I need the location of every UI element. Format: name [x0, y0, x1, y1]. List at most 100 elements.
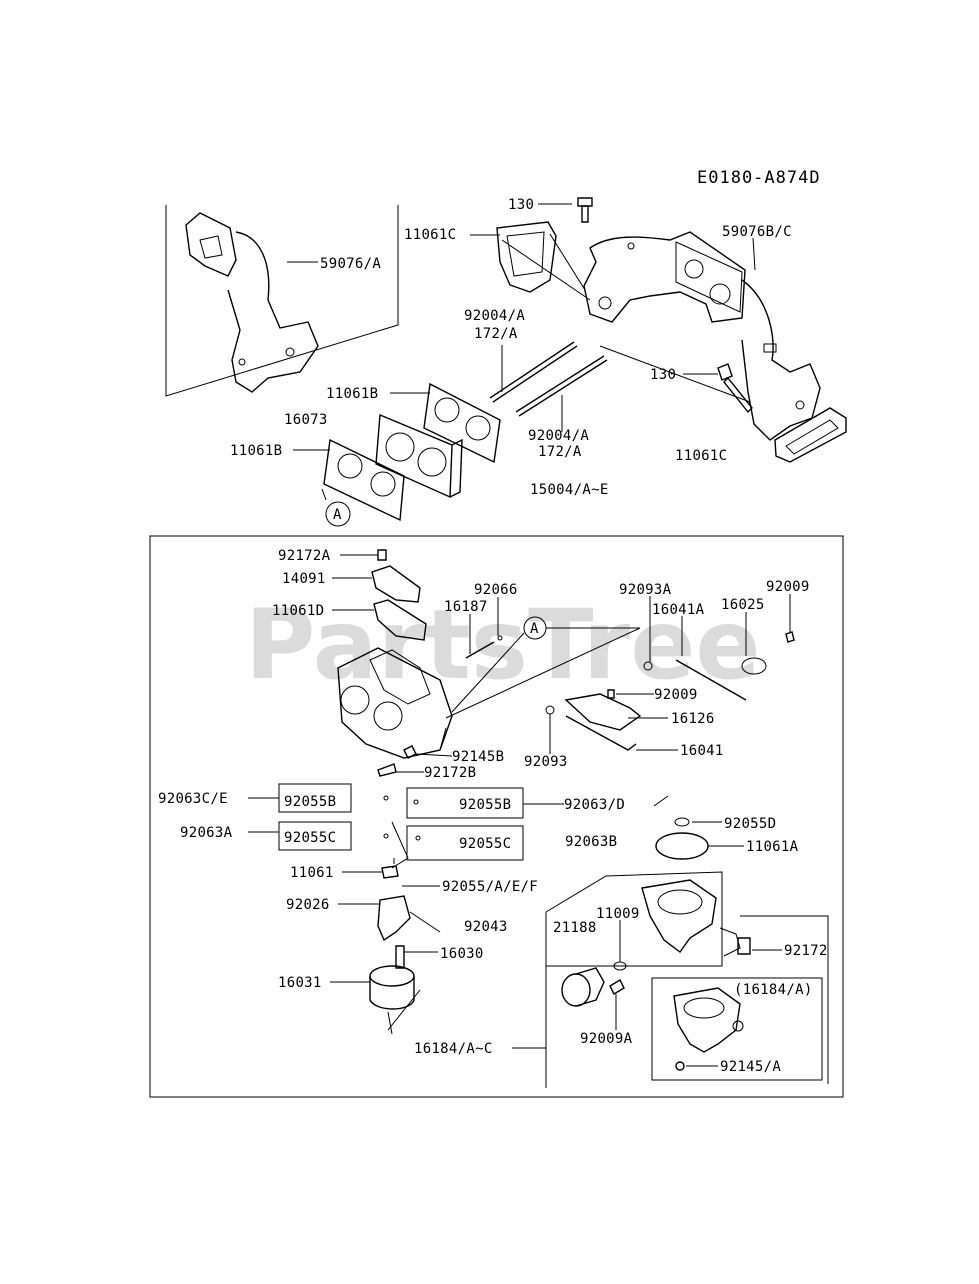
stud-92004a-lower [515, 355, 608, 417]
assembly-92026 [377, 895, 411, 942]
screw-92172a [377, 549, 387, 561]
label-59076bc: 59076B/C [722, 224, 792, 240]
label-92145b: 92145B [452, 749, 504, 765]
watermark: PartsTree [245, 589, 760, 701]
washer-92093 [545, 705, 555, 715]
float-16031 [369, 965, 415, 1010]
label-16041: 16041 [680, 743, 724, 759]
gasket-11061b-upper [423, 382, 501, 464]
label-14091: 14091 [282, 571, 326, 587]
label-92055b-right: 92055B [459, 797, 511, 813]
inset-box-16184a [651, 977, 823, 1081]
jet-92055b-right [413, 799, 419, 805]
label-130-top: 130 [508, 197, 534, 213]
jet-92055c-right [415, 835, 421, 841]
jet-92055b-left [383, 795, 389, 801]
label-92055aef: 92055/A/E/F [442, 879, 538, 895]
label-11061b-upper: 11061B [326, 386, 378, 402]
label-92004a-top: 92004/A [464, 308, 525, 324]
label-92145a: 92145/A [720, 1059, 781, 1075]
float-bowl-assembly [641, 879, 741, 957]
bolt-130-top [577, 197, 593, 223]
gasket-11061c-top [496, 221, 557, 293]
label-92055b-left: 92055B [284, 794, 336, 810]
label-92093: 92093 [524, 754, 568, 770]
callout-a-upper [325, 501, 351, 527]
bracket-14091 [371, 565, 421, 603]
box-92055c-left [278, 821, 352, 851]
diagram-code: E0180-A874D [697, 168, 821, 188]
label-130-mid: 130 [650, 367, 676, 383]
inset-frame-left [165, 205, 399, 397]
label-92172a: 92172A [278, 548, 331, 564]
pin-92043 [409, 911, 441, 933]
spring-92145a [675, 1061, 685, 1071]
label-92043: 92043 [464, 919, 508, 935]
stud-92004a-upper [489, 341, 578, 403]
label-92009-right: 92009 [766, 579, 810, 595]
label-92172b: 92172B [424, 765, 476, 781]
label-11061c-mid: 11061C [675, 448, 727, 464]
label-92055d: 92055D [724, 816, 776, 832]
solenoid-21188 [561, 967, 605, 1007]
pin-92066 [497, 635, 503, 641]
bolt-130-mid [717, 363, 753, 414]
label-16025: 16025 [721, 597, 765, 613]
part-16030 [395, 945, 405, 969]
label-172a-mid: 172/A [538, 444, 582, 460]
label-92093a: 92093A [619, 582, 672, 598]
box-92055c-right [406, 825, 524, 861]
screw-92009-mid [607, 689, 615, 699]
label-92063d: 92063/D [564, 797, 625, 813]
label-92026: 92026 [286, 897, 330, 913]
label-16184ac: 16184/A~C [414, 1041, 493, 1057]
intake-manifold-right [583, 231, 821, 441]
label-11061b-lower: 11061B [230, 443, 282, 459]
label-16030: 16030 [440, 946, 484, 962]
gasket-11061d [373, 599, 427, 641]
label-11061a: 11061A [746, 839, 799, 855]
gasket-11061a [655, 832, 709, 860]
shaft-16187 [465, 641, 495, 659]
label-11061d: 11061D [272, 603, 324, 619]
washer-92093a [643, 661, 653, 671]
label-92055c-left: 92055C [284, 830, 336, 846]
label-16187: 16187 [444, 599, 488, 615]
label-16041a: 16041A [652, 602, 705, 618]
label-15004: 15004/A~E [530, 482, 609, 498]
gasket-11061c-right [774, 407, 847, 463]
label-16073: 16073 [284, 412, 328, 428]
label-16031: 16031 [278, 975, 322, 991]
label-92055c-right: 92055C [459, 836, 511, 852]
plate-16126 [564, 693, 642, 731]
screw-92009a [609, 979, 625, 995]
intake-manifold-left [185, 212, 319, 393]
carburetor-body [337, 647, 453, 759]
label-92066: 92066 [474, 582, 518, 598]
label-59076a: 59076/A [320, 256, 381, 272]
bolt-92172 [737, 937, 751, 955]
label-92009a: 92009A [580, 1031, 633, 1047]
gasket-11061b-lower [323, 438, 405, 522]
oring-92055d [674, 817, 690, 827]
label-16126: 16126 [671, 711, 715, 727]
shaft-16041 [565, 715, 637, 751]
label-11009: 11009 [596, 906, 640, 922]
label-21188: 21188 [553, 920, 597, 936]
screw-92009-right [785, 631, 795, 643]
box-92055b-right [406, 787, 524, 819]
screw-92172b [377, 763, 397, 777]
callout-a-lower-text: A [530, 621, 539, 637]
label-92063a: 92063A [180, 825, 233, 841]
gasket-11061 [381, 865, 399, 879]
label-92172: 92172 [784, 943, 828, 959]
carburetor-frame [149, 535, 844, 1098]
label-172a-top: 172/A [474, 326, 518, 342]
label-11061c-top: 11061C [404, 227, 456, 243]
label-92063b: 92063B [565, 834, 617, 850]
label-92063ce: 92063C/E [158, 791, 228, 807]
float-bowl-16184a [673, 987, 744, 1053]
label-92009-mid: 92009 [654, 687, 698, 703]
